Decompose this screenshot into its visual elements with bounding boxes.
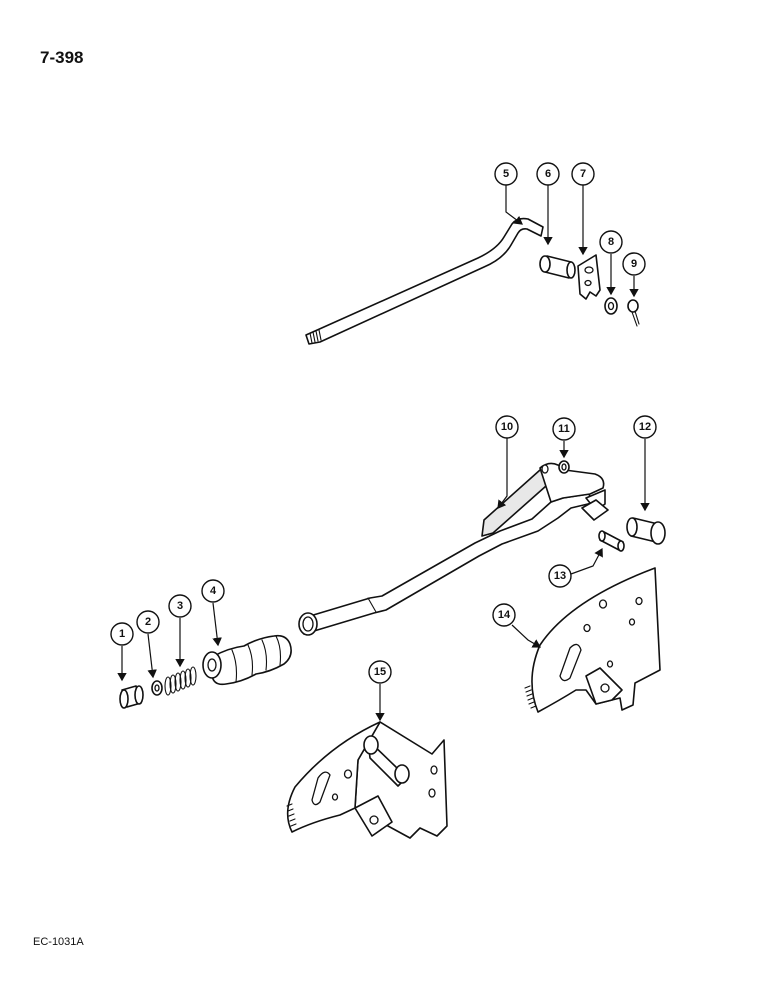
callout-14: 14	[492, 603, 542, 648]
pin-part-12	[626, 517, 666, 545]
callout-12-label: 12	[639, 421, 651, 433]
callout-6: 6	[536, 162, 560, 246]
plate-part-14	[524, 567, 661, 713]
callout-1: 1	[110, 622, 134, 682]
callout-5: 5	[494, 162, 523, 225]
plate-part-7	[577, 254, 601, 300]
callout-3-label: 3	[177, 600, 183, 612]
callout-7: 7	[571, 162, 595, 256]
callout-13-label: 13	[554, 570, 566, 582]
callout-3: 3	[168, 594, 192, 668]
bushing-part-1	[119, 685, 144, 709]
callout-13: 13	[548, 547, 603, 588]
callout-5-label: 5	[503, 168, 509, 180]
rod-part-5	[305, 217, 544, 345]
spring-part-3	[164, 666, 197, 696]
lever-part-10	[298, 462, 609, 636]
pin-part-6	[539, 255, 576, 279]
washer-part-2	[151, 680, 163, 696]
page-number: 7-398	[40, 48, 84, 67]
callout-1-label: 1	[119, 628, 125, 640]
callout-8-label: 8	[608, 236, 614, 248]
callout-8: 8	[599, 230, 623, 296]
boot-part-4	[202, 634, 292, 686]
callout-10-label: 10	[501, 421, 513, 433]
bracket-part-15	[286, 721, 448, 839]
callout-11: 11	[552, 417, 576, 459]
figure-code: EC-1031A	[33, 936, 84, 948]
washer-part-8	[604, 297, 618, 315]
cotter-pin-part-9	[627, 299, 640, 327]
washer-part-11	[558, 460, 570, 474]
callout-15-label: 15	[374, 666, 386, 678]
callout-6-label: 6	[545, 168, 551, 180]
callout-2: 2	[136, 610, 160, 679]
callout-7-label: 7	[580, 168, 586, 180]
callout-12: 12	[633, 415, 657, 512]
roll-pin-part-13	[598, 530, 625, 552]
callout-4: 4	[201, 579, 225, 647]
callout-14-label: 14	[498, 609, 511, 621]
callout-11-label: 11	[558, 423, 570, 435]
callout-10: 10	[495, 415, 519, 509]
callout-9-label: 9	[631, 258, 637, 270]
callout-15: 15	[368, 660, 392, 722]
callout-4-label: 4	[210, 585, 217, 597]
callout-2-label: 2	[145, 616, 151, 628]
callout-9: 9	[622, 252, 646, 298]
